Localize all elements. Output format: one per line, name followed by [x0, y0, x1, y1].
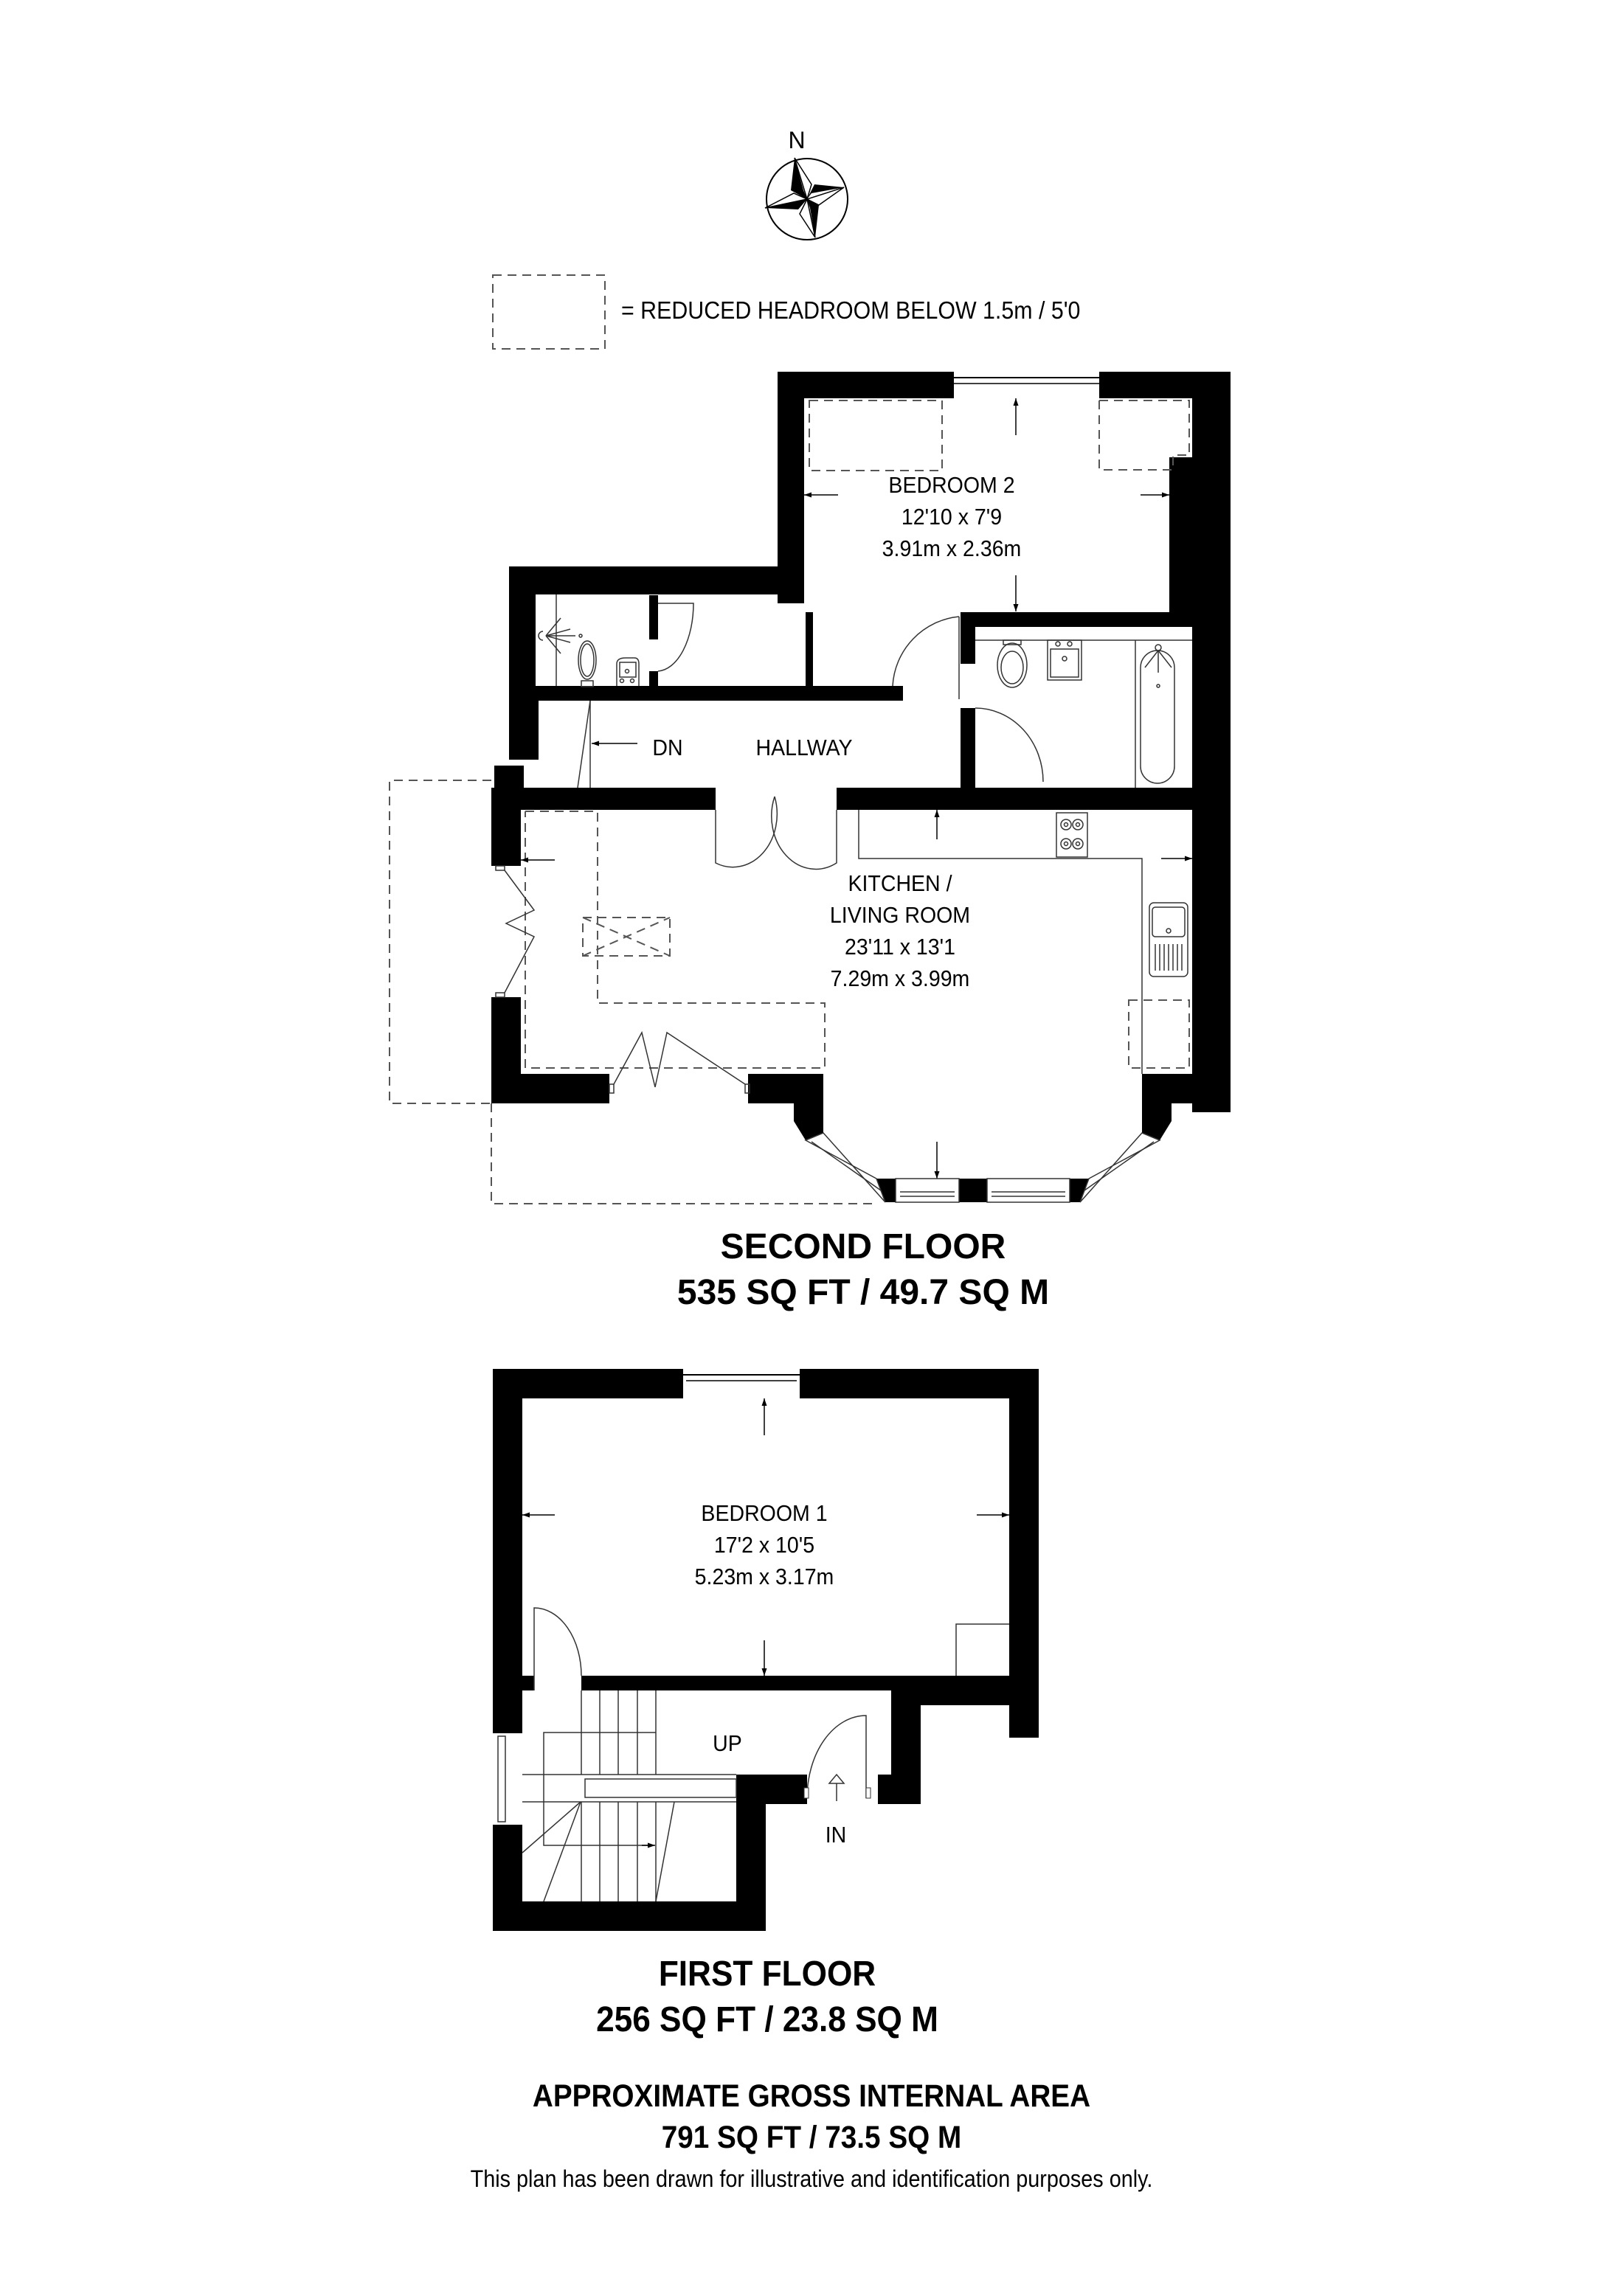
- gross-internal-area-value: 791 SQ FT / 73.5 SQ M: [661, 2120, 962, 2155]
- room-label-kitchen-living-room: KITCHEN / LIVING ROOM 23'11 x 13'1 7.29m…: [785, 867, 1016, 994]
- room-dimensions-imperial: 17'2 x 10'5: [713, 1532, 815, 1558]
- entrance-label: IN: [825, 1822, 847, 1848]
- gross-internal-area-title: APPROXIMATE GROSS INTERNAL AREA: [532, 2078, 1091, 2114]
- room-name: BEDROOM 2: [888, 472, 1015, 498]
- stairs-down-label: DN: [652, 735, 683, 760]
- basin-icon: [616, 657, 640, 686]
- shower-icon: [538, 617, 583, 654]
- room-dimensions-imperial: 12'10 x 7'9: [901, 504, 1003, 530]
- room-dimensions-imperial: 23'11 x 13'1: [845, 934, 955, 960]
- basin-icon: [1047, 639, 1082, 681]
- room-label-bedroom-1: BEDROOM 1 17'2 x 10'5 5.23m x 3.17m: [662, 1497, 866, 1592]
- room-name-line-1: KITCHEN /: [848, 870, 952, 896]
- sink-icon: [1149, 902, 1188, 977]
- hob-icon: [1056, 812, 1088, 858]
- second-floor-plan: [389, 372, 1231, 1204]
- compass-rose-icon: [764, 157, 848, 240]
- disclaimer-text: This plan has been drawn for illustrativ…: [470, 2165, 1153, 2192]
- gross-internal-area-summary: APPROXIMATE GROSS INTERNAL AREA 791 SQ F…: [369, 2075, 1254, 2158]
- skylight-icon: [582, 917, 671, 957]
- stairs-up-label: UP: [713, 1730, 742, 1756]
- room-label-bedroom-2: BEDROOM 2 12'10 x 7'9 3.91m x 2.36m: [850, 469, 1053, 564]
- first-floor-plan: [493, 1369, 1039, 1931]
- room-dimensions-metric: 7.29m x 3.99m: [830, 965, 970, 991]
- floor-area: 535 SQ FT / 49.7 SQ M: [676, 1273, 1050, 1312]
- floor-title: FIRST FLOOR: [658, 1955, 876, 1994]
- room-label-hallway: HALLWAY: [755, 735, 853, 760]
- toilet-icon: [997, 639, 1028, 688]
- toilet-icon: [578, 640, 597, 687]
- floor-area: 256 SQ FT / 23.8 SQ M: [596, 2000, 938, 2039]
- room-name-line-2: LIVING ROOM: [829, 902, 971, 928]
- room-name: BEDROOM 1: [701, 1500, 828, 1526]
- first-floor-caption: FIRST FLOOR 256 SQ FT / 23.8 SQ M: [516, 1952, 1018, 2043]
- entrance-arrow-icon: [828, 1773, 845, 1801]
- reduced-headroom-legend-box: [492, 274, 606, 350]
- room-dimensions-metric: 5.23m x 3.17m: [694, 1564, 834, 1589]
- bathtub-icon: [1140, 644, 1175, 784]
- room-dimensions-metric: 3.91m x 2.36m: [882, 535, 1022, 561]
- second-floor-caption: SECOND FLOOR 535 SQ FT / 49.7 SQ M: [612, 1224, 1114, 1316]
- reduced-headroom-legend-text: = REDUCED HEADROOM BELOW 1.5m / 5'0: [621, 296, 1081, 324]
- floor-title: SECOND FLOOR: [720, 1227, 1006, 1266]
- compass-north-label: N: [788, 127, 806, 153]
